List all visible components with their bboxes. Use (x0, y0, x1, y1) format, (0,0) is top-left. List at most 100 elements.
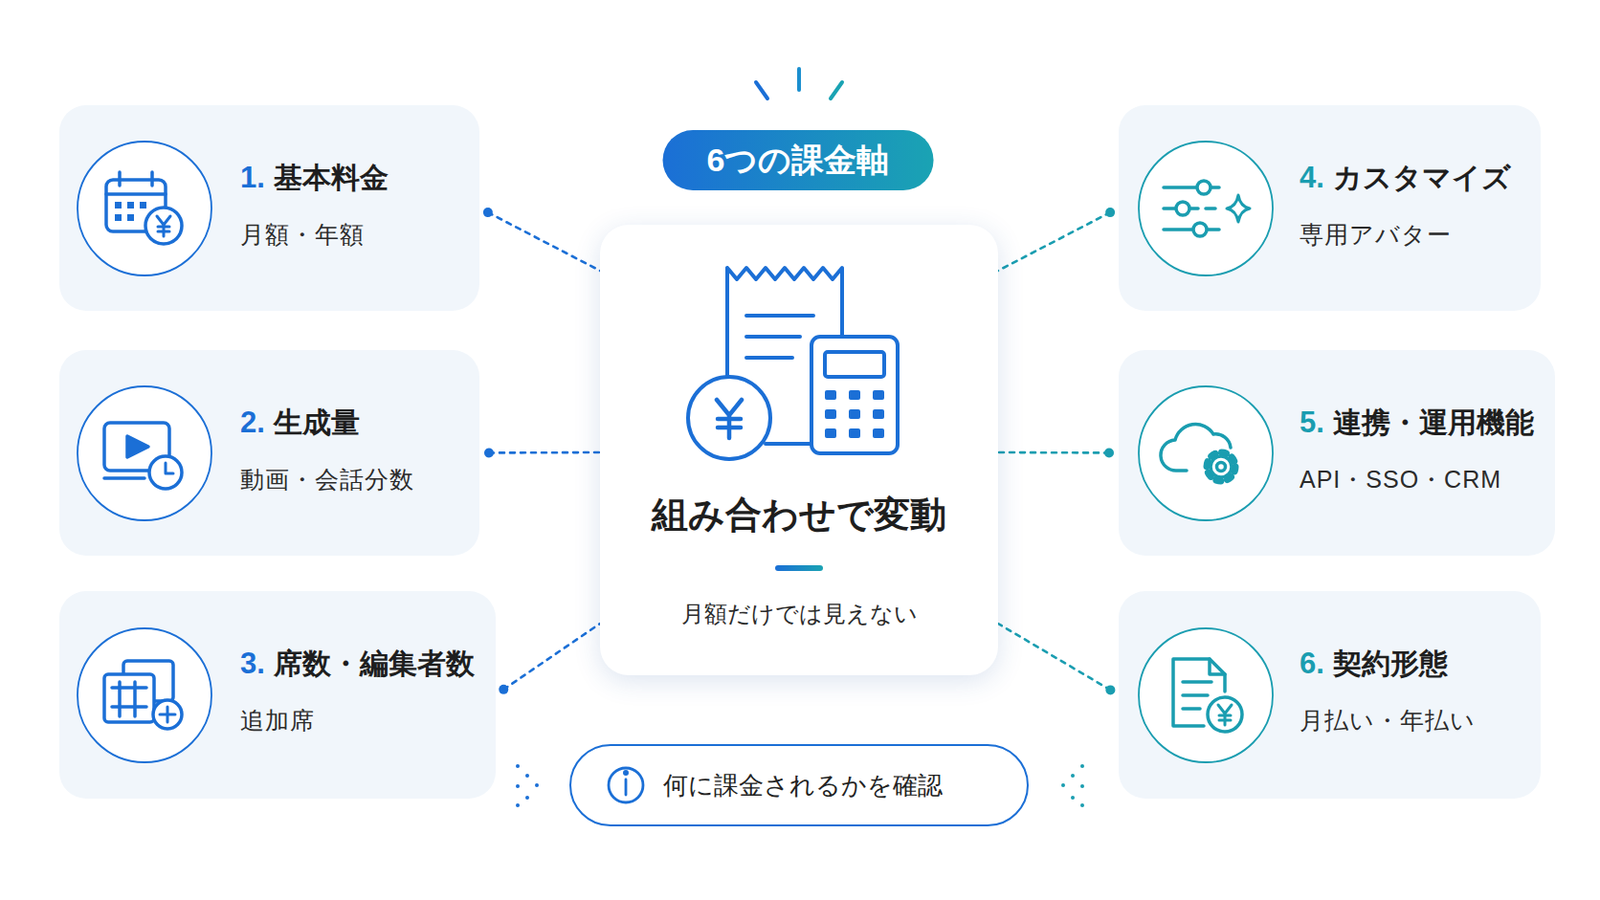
drawing-line (1163, 206, 1216, 211)
drawing-circle (145, 207, 182, 245)
drawing-path (727, 267, 843, 445)
drawing-rect (848, 390, 861, 400)
dotted-connector (998, 623, 1111, 690)
category-card: 1.基本料金月額・年額 (59, 105, 480, 312)
card-detail: API・SSO・CRM (1299, 464, 1534, 496)
dotted-connector (503, 623, 600, 690)
connector-group (498, 623, 600, 695)
dotted-connector (488, 451, 600, 455)
drawing-rect (127, 201, 134, 209)
drawing-rect (824, 390, 837, 400)
card-heading: 席数・編集者数 (273, 644, 475, 685)
drawing-line (1163, 227, 1220, 232)
title-pill: 6つの課金軸 (663, 130, 934, 191)
drawing-circle (515, 803, 520, 808)
card-text: 3.席数・編集者数追加席 (240, 644, 475, 737)
drawing-path (1173, 659, 1225, 727)
drawing-circle (525, 774, 530, 778)
drawing-circle (1207, 697, 1243, 733)
connector-dot (1105, 207, 1115, 218)
drawing-circle (1193, 222, 1207, 237)
drawing-rect (848, 428, 861, 439)
card-heading-row: 4.カスタマイズ (1299, 158, 1512, 199)
card-text: 6.契約形態月払い・年払い (1299, 644, 1476, 737)
dotted-connector (488, 212, 600, 271)
drawing-circle (1197, 180, 1211, 195)
drawing-rect (106, 179, 166, 232)
drawing-path (156, 216, 171, 237)
drawing-line (830, 82, 843, 99)
drawing-rect (824, 352, 885, 378)
card-heading: 連携・運用機能 (1333, 403, 1534, 444)
dotted-connector (998, 451, 1110, 455)
drawing-circle (1070, 796, 1075, 800)
spark-lines (755, 68, 843, 99)
card-heading-row: 1.基本料金 (240, 158, 389, 199)
card-heading-row: 2.生成量 (240, 403, 415, 444)
category-card: 2.生成量動画・会話分数 (59, 350, 480, 556)
accent-bar (775, 565, 823, 572)
drawing-circle (525, 796, 530, 800)
billing-illustration (688, 267, 898, 460)
connector-group (998, 447, 1114, 458)
drawing-circle (153, 700, 182, 730)
drawing-rect (139, 201, 147, 209)
drawing-line (150, 172, 155, 186)
calendar-icon (106, 172, 182, 245)
drawing-line (1163, 185, 1220, 190)
info-icon (608, 768, 644, 803)
drawing-circle (77, 386, 212, 521)
connector-dot (498, 685, 509, 695)
cloud-gear-icon (1160, 424, 1236, 482)
note-text: 何に課金されるかを確認 (663, 769, 943, 803)
drawing-rect (114, 201, 122, 209)
summary-note: 月額だけでは見えない (681, 600, 918, 629)
card-heading-row: 3.席数・編集者数 (240, 644, 475, 685)
card-text: 2.生成量動画・会話分数 (240, 403, 415, 496)
drawing-circle (77, 628, 212, 763)
drawing-path (1160, 424, 1231, 471)
connector-dot (483, 207, 493, 218)
drawing-line (797, 68, 801, 90)
card-text: 5.連携・運用機能API・SSO・CRM (1299, 403, 1534, 496)
drawing-circle (623, 771, 627, 775)
drawing-circle (1080, 784, 1085, 789)
drawing-rect (872, 409, 885, 420)
drawing-rect (811, 336, 898, 454)
card-text: 4.カスタマイズ専用アバター (1299, 158, 1512, 251)
drawing-circle (1206, 452, 1236, 482)
drawing-rect (824, 409, 837, 420)
drawing-rect (127, 214, 134, 222)
card-detail: 動画・会話分数 (240, 464, 415, 496)
card-detail: 専用アバター (1299, 219, 1512, 251)
drawing-path (716, 400, 742, 439)
drawing-line (106, 192, 166, 197)
drawing-line (624, 779, 628, 796)
drawing-path (111, 682, 147, 717)
item-number: 3. (240, 646, 266, 682)
drawing-circle (1061, 783, 1066, 788)
drawing-circle (1176, 201, 1190, 216)
drawing-circle (1070, 774, 1075, 778)
seats-icon (104, 661, 182, 730)
summary-heading: 組み合わせで変動 (651, 492, 947, 537)
drawing-rect (123, 661, 174, 702)
category-card: 3.席数・編集者数追加席 (59, 591, 496, 800)
drawing-rect (872, 428, 885, 439)
drawing-path (1209, 659, 1225, 675)
drawing-circle (149, 456, 182, 489)
drawing-circle (1080, 764, 1085, 769)
drawing-circle (1080, 803, 1085, 808)
drawing-circle (1138, 628, 1273, 763)
card-heading: 基本料金 (273, 158, 389, 199)
sliders-icon (1163, 180, 1250, 237)
drawing-rect (848, 409, 861, 420)
video-icon (104, 422, 182, 489)
drawing-path (127, 436, 149, 458)
connector-group (998, 207, 1115, 271)
drawing-g (824, 390, 885, 439)
drawing-circle (1210, 456, 1232, 478)
drawing-line (755, 82, 768, 99)
item-number: 1. (240, 160, 266, 196)
